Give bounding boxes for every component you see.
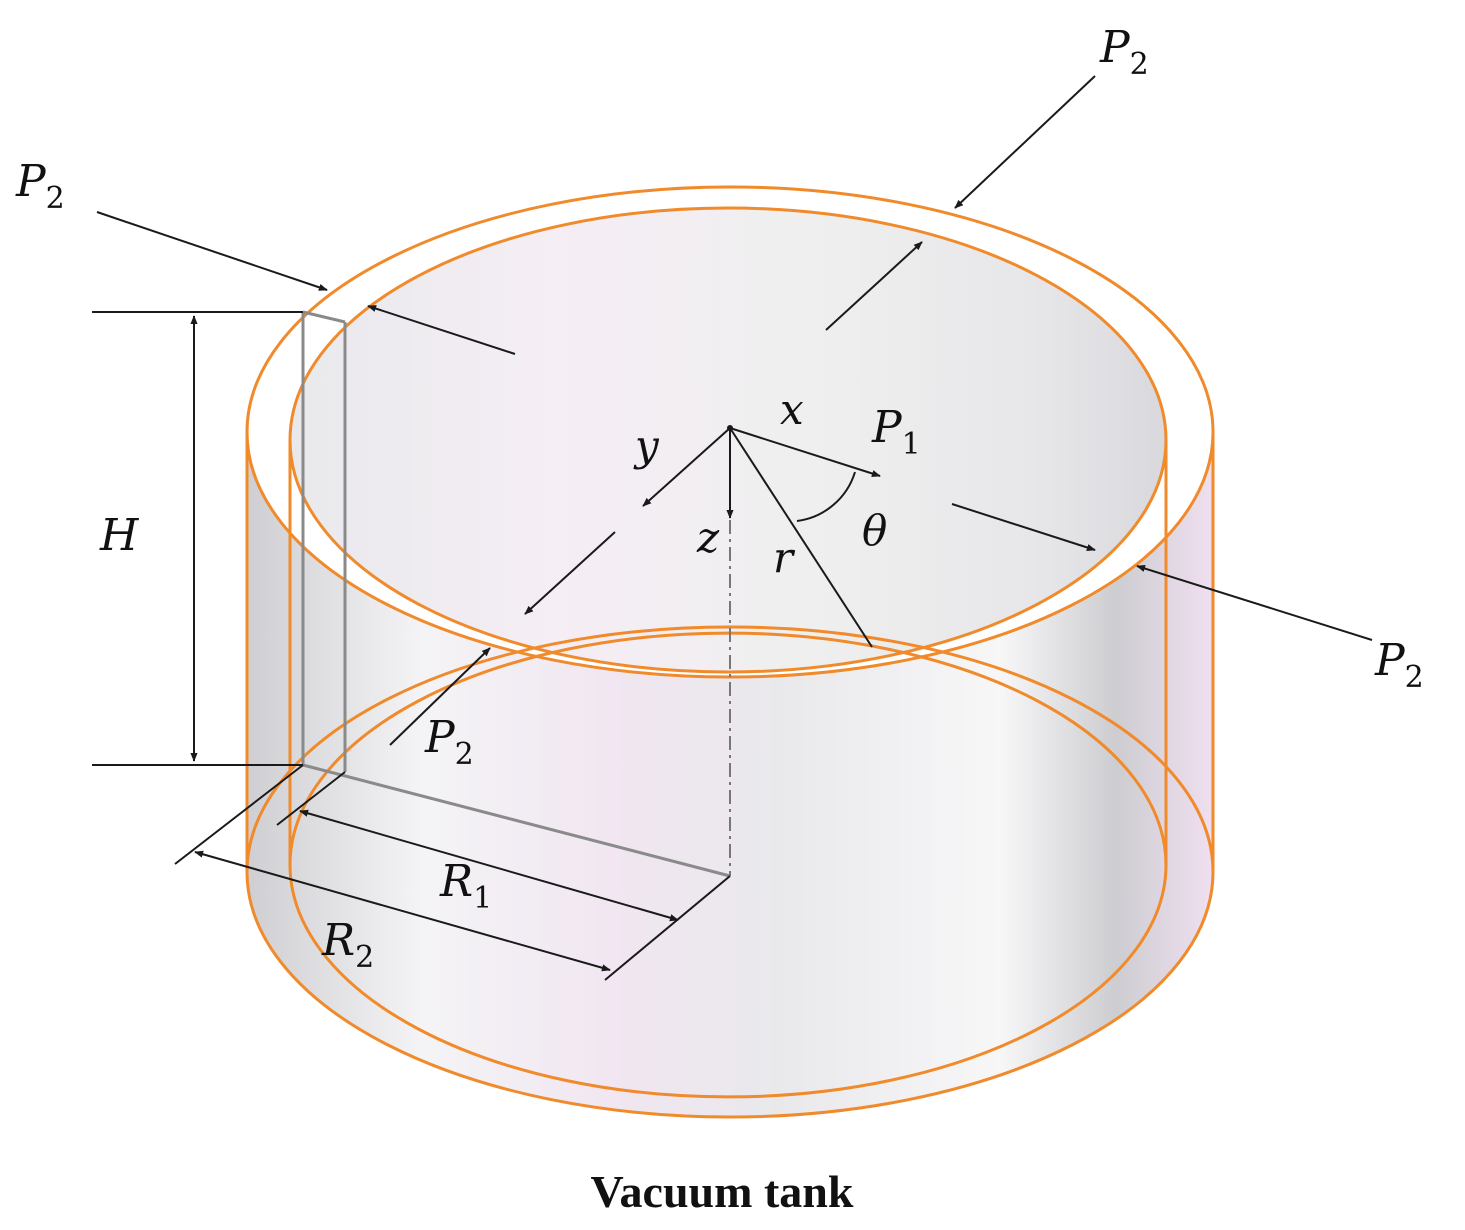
r2-arrow <box>194 850 611 972</box>
r1-label: R1 <box>439 856 492 916</box>
p2-arrow-top-left <box>96 211 328 291</box>
h-label: H <box>99 510 140 561</box>
labels: P2 P2 P2 P2 P1 H x y z r θ R1 R2 Vacuum … <box>15 22 1424 1217</box>
radius-dimensions <box>174 764 731 981</box>
tank-rims <box>245 185 1215 1119</box>
p2-label-top-left: P2 <box>15 156 65 216</box>
p2-arrow-front <box>389 647 491 746</box>
figure-caption: Vacuum tank <box>591 1166 854 1217</box>
pressure-arrows <box>96 75 1373 746</box>
p2-label-right: P2 <box>1374 635 1424 695</box>
z-axis-label: z <box>696 513 720 562</box>
y-axis-label: y <box>633 421 660 470</box>
radius-line <box>729 427 873 648</box>
height-dimension <box>92 311 303 766</box>
p2-arrow-right <box>1136 564 1373 641</box>
coordinate-system <box>642 425 881 648</box>
theta-arc <box>796 471 856 522</box>
inner-cavity-fill <box>290 208 1166 672</box>
r-label: r <box>773 533 796 582</box>
p2-arrow-top-right <box>954 75 1096 209</box>
p2-arrow-inner-left <box>367 305 516 355</box>
y-axis-arrow <box>642 427 731 507</box>
x-axis-arrow <box>729 427 881 477</box>
p2-label-top-right: P2 <box>1099 22 1149 82</box>
p2-label-front: P2 <box>424 712 474 772</box>
x-axis-label: x <box>780 385 804 434</box>
theta-label: θ <box>862 506 887 555</box>
p2-arrow-inner-top-right <box>825 241 923 331</box>
p2-arrow-inner-front <box>524 531 616 615</box>
r2-label: R2 <box>321 915 374 975</box>
p1-label: P1 <box>871 402 921 462</box>
p2-arrow-inner-right <box>951 503 1096 551</box>
